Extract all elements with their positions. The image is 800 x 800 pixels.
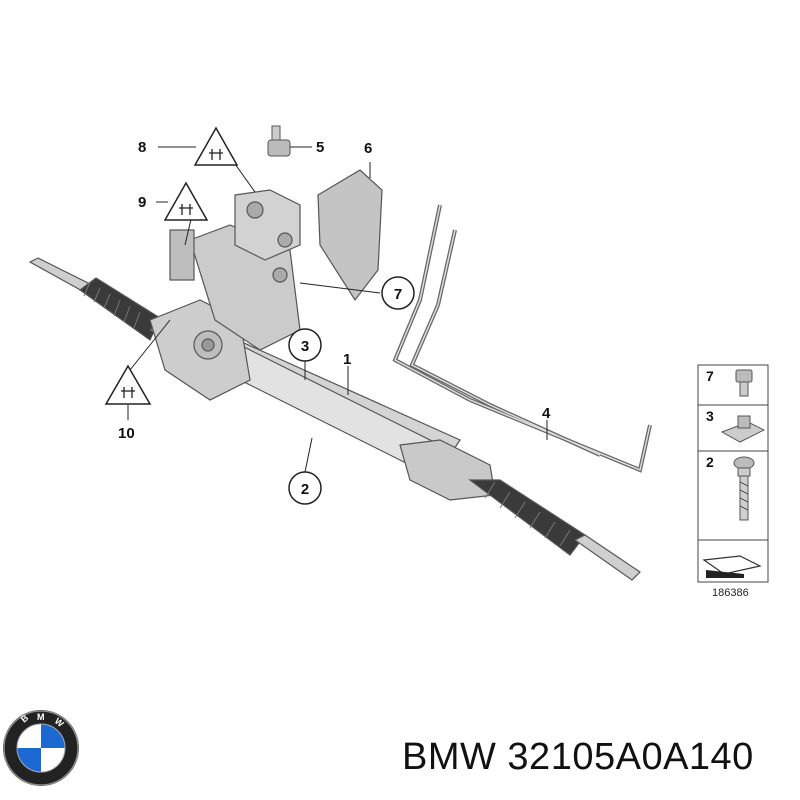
steering-rack (28, 189, 641, 581)
diagram-number: 186386 (712, 587, 749, 599)
screw-icon (733, 456, 755, 521)
heat-shield (317, 169, 383, 302)
legend-number-bolt: 7 (706, 368, 714, 384)
callout-4: 4 (542, 405, 551, 422)
sensor-part (267, 125, 291, 157)
callout-3: 3 (301, 338, 309, 355)
callout-10: 10 (118, 425, 135, 442)
callout-9: 9 (138, 194, 146, 211)
callout-circle-2: 2 (288, 471, 322, 505)
pressure-lines-highlight (394, 204, 651, 472)
leader-lines (127, 146, 548, 473)
svg-text:M: M (37, 712, 45, 722)
nut-icon (720, 415, 766, 443)
bolt-icon (735, 369, 753, 397)
legend-number-nut: 3 (706, 408, 714, 424)
callout-8: 8 (138, 139, 146, 156)
callout-2: 2 (301, 481, 309, 498)
callout-7: 7 (394, 286, 402, 303)
callout-circle-3: 3 (288, 328, 322, 362)
warning-triangle-10 (104, 364, 152, 405)
warning-triangle-9 (163, 181, 209, 221)
callout-circle-7: 7 (381, 276, 415, 310)
part-number-caption: BMW 32105A0A140 (402, 736, 754, 778)
warning-triangle-8 (193, 126, 239, 166)
bmw-logo: B M W (3, 710, 79, 786)
callout-1: 1 (343, 351, 351, 368)
svg-text:B: B (19, 712, 31, 724)
callout-6: 6 (364, 140, 372, 157)
arrow-symbol-icon (702, 555, 762, 578)
hardware-legend: 7 3 2 186386 (697, 364, 769, 599)
legend-number-screw: 2 (706, 454, 714, 470)
callout-5: 5 (316, 139, 324, 156)
